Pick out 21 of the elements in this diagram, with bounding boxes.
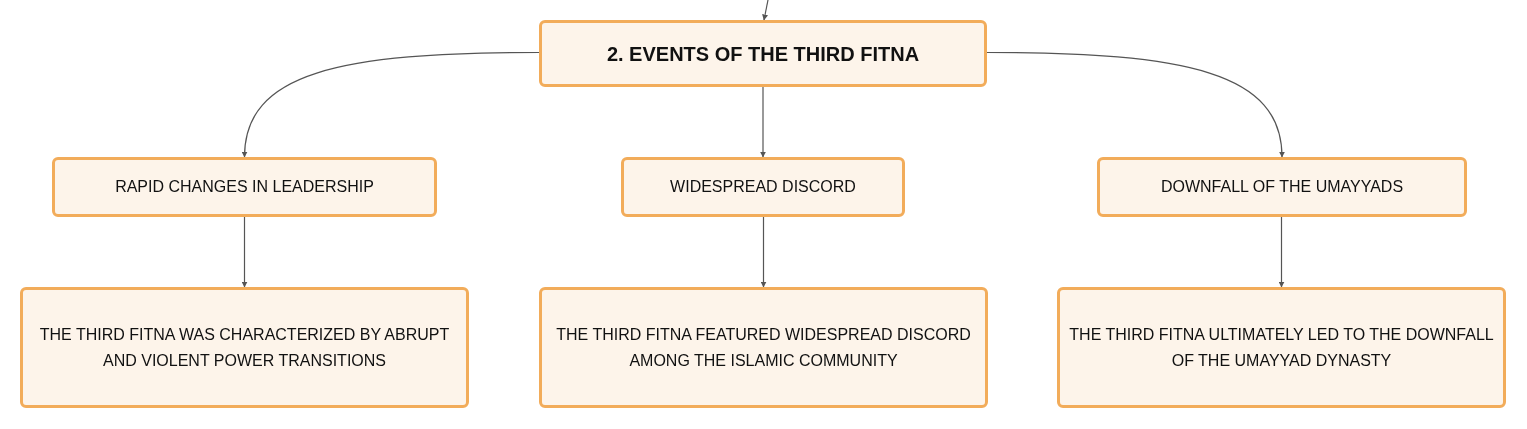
node-text: DOWNFALL OF THE UMAYYADS [1160, 177, 1404, 197]
detail-box [1057, 287, 1506, 408]
node-text: THE THIRD FITNA WAS CHARACTERIZED BY ABRUPT AND VIOLENT POWER TRANSITIONS [38, 324, 451, 371]
detail-box [539, 287, 988, 408]
subtopic-box [621, 157, 905, 217]
subtopic-box [52, 157, 437, 217]
node-text: THE THIRD FITNA FEATURED WIDESPREAD DISCORD AMONG THE ISLAMIC COMMUNITY [555, 324, 972, 371]
node-text: RAPID CHANGES IN LEADERSHIP [115, 177, 374, 197]
connector-arrow [760, 216, 767, 288]
connector-arrow [760, 86, 766, 158]
connector-arrow [1278, 216, 1285, 288]
topic-title: 2. EVENTS OF THE THIRD FITNA [606, 41, 920, 67]
connector-arrow [762, 0, 769, 21]
connector-arrow [241, 216, 248, 288]
connector-arrow [242, 51, 540, 158]
topic-box [539, 20, 987, 87]
detail-box [20, 287, 469, 408]
connector-arrow [986, 51, 1285, 158]
node-text: THE THIRD FITNA ULTIMATELY LED TO THE DOWNFALL OF THE UMAYYAD DYNASTY [1068, 324, 1495, 371]
node-text: WIDESPREAD DISCORD [670, 177, 856, 197]
subtopic-box [1097, 157, 1467, 217]
